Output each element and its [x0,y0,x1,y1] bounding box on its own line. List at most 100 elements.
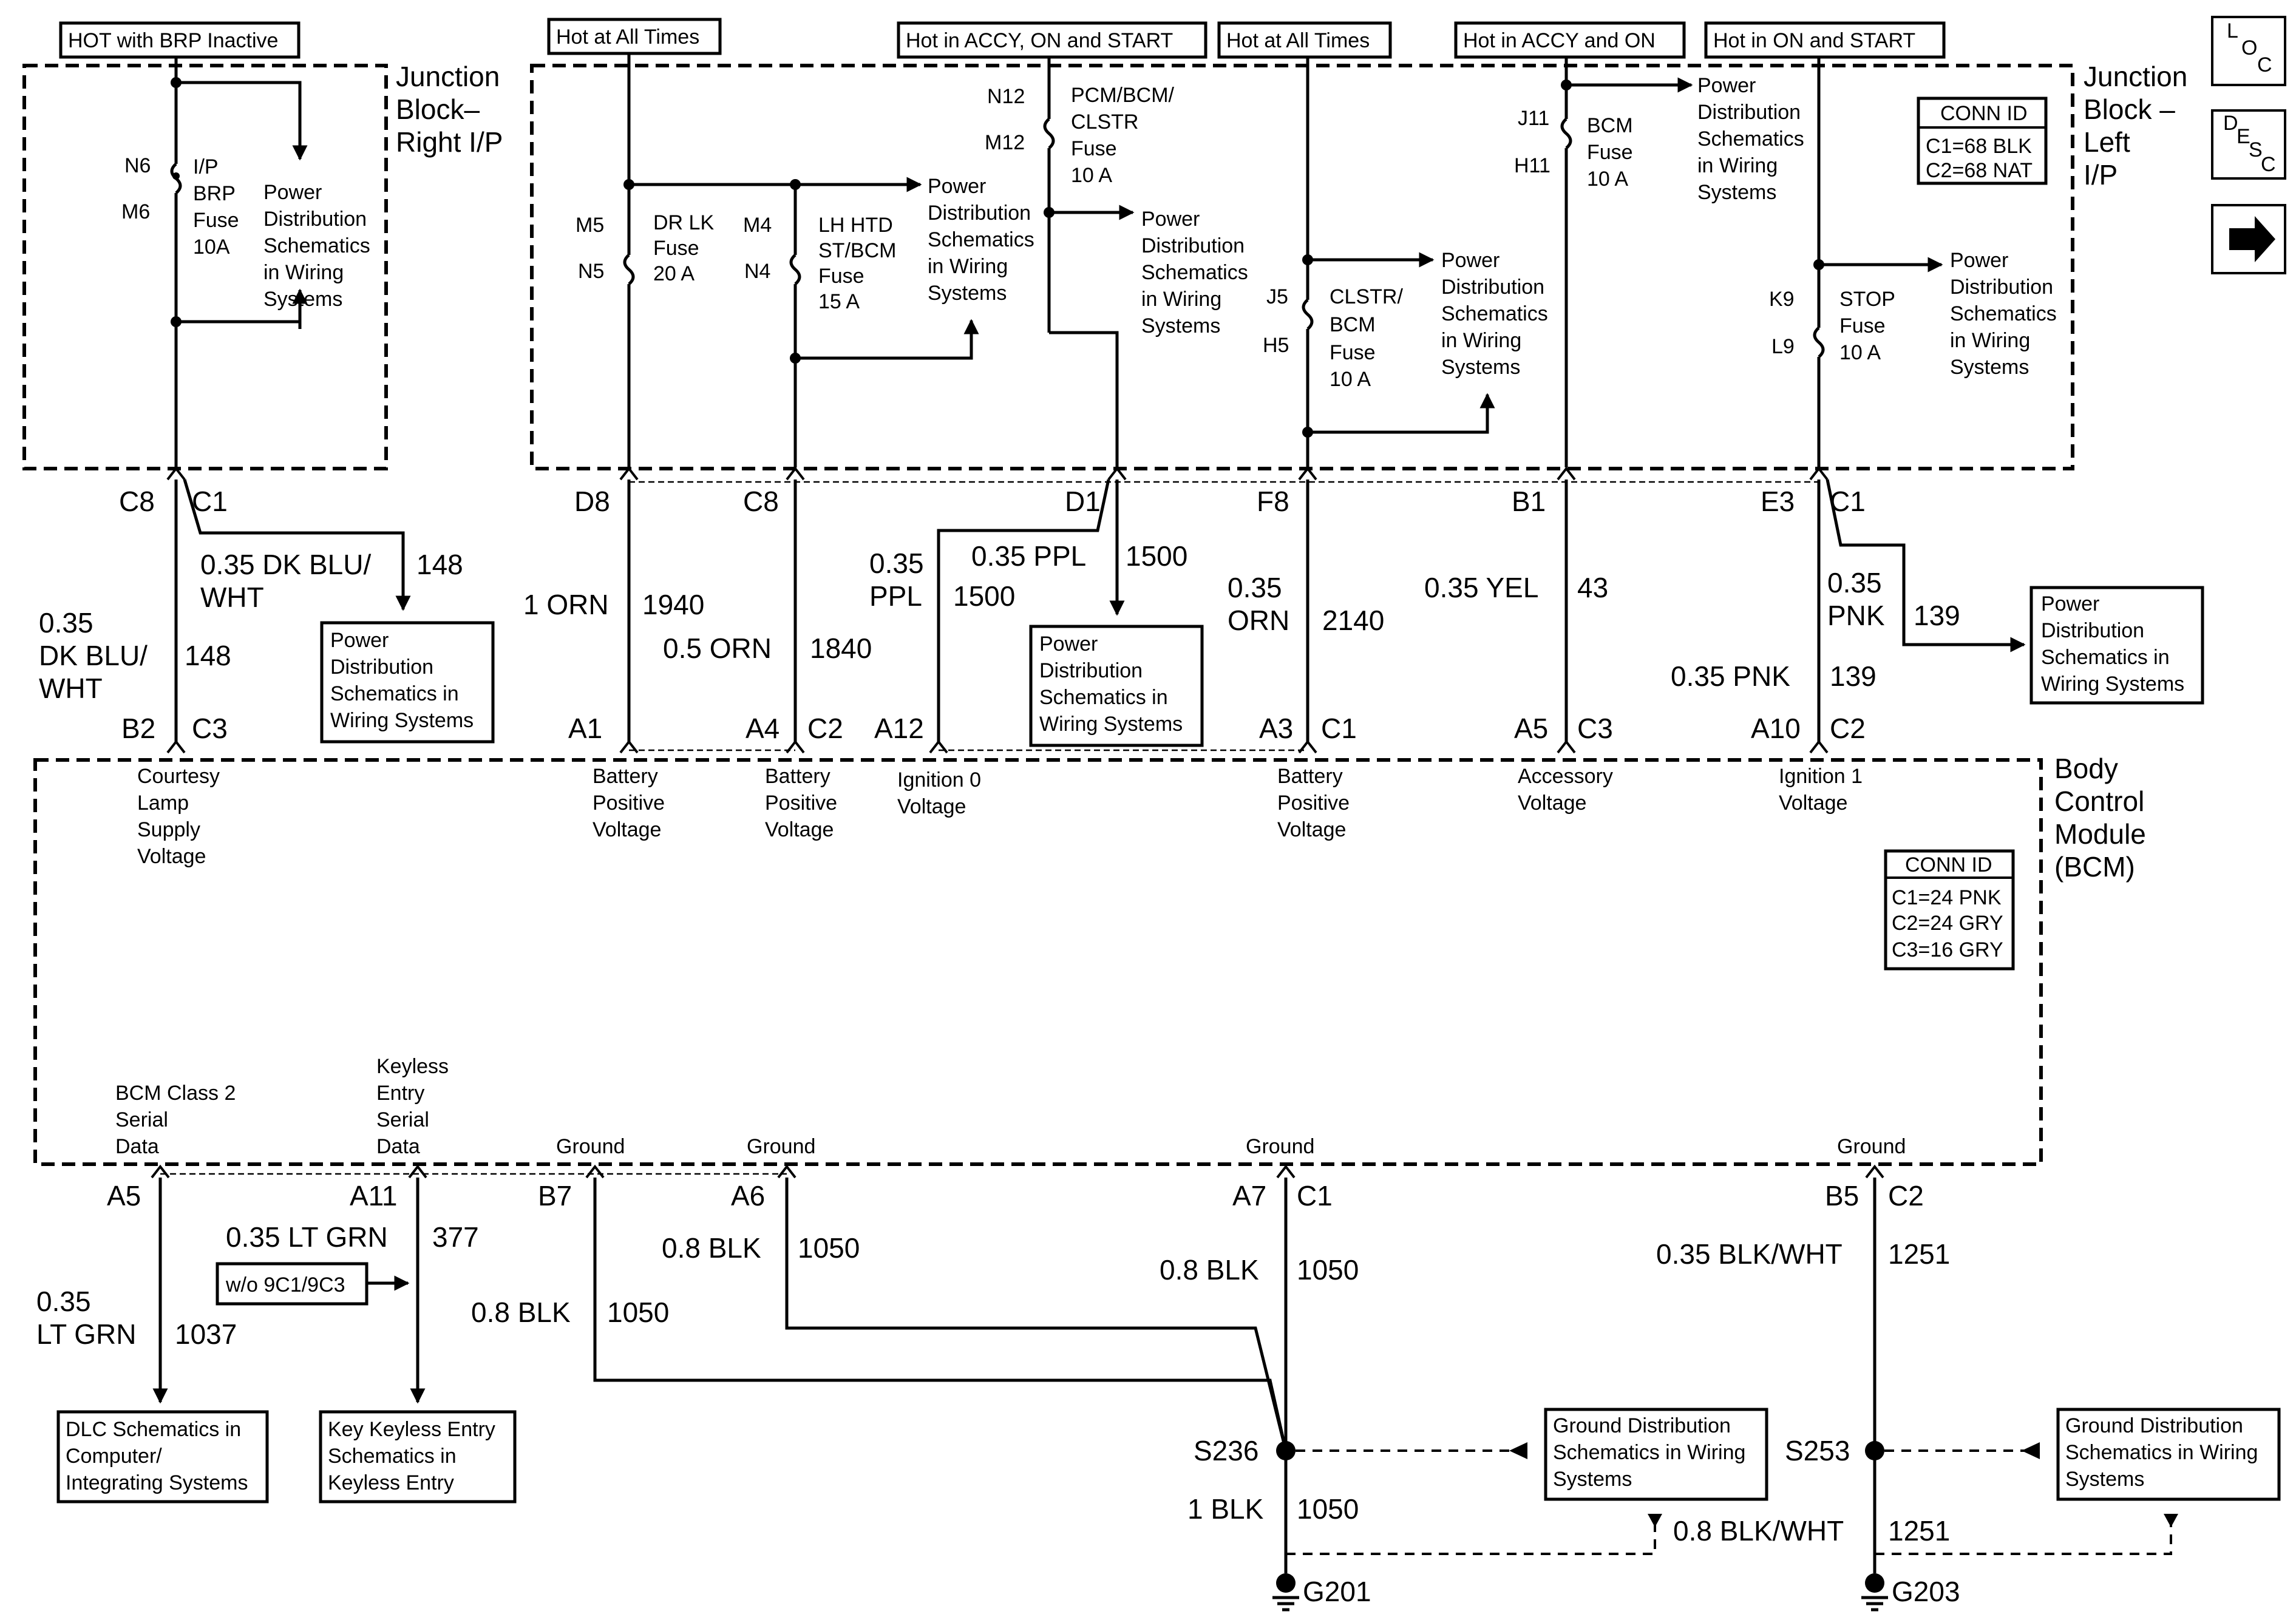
svg-text:1840: 1840 [810,632,872,664]
svg-text:M6: M6 [121,200,150,223]
ground-g201: G201 [1272,1573,1371,1612]
svg-text:0.35 DK BLU/: 0.35 DK BLU/ [200,549,371,580]
svg-text:Integrating Systems: Integrating Systems [66,1471,248,1494]
svg-text:Distribution: Distribution [1697,101,1801,124]
svg-text:Distribution: Distribution [2041,619,2144,642]
svg-text:Power: Power [1141,208,1200,231]
loc-button[interactable]: L O C [2211,16,2286,86]
dlc-schematics-box[interactable]: DLC Schematics in Computer/ Integrating … [56,1410,269,1503]
svg-text:Accessory: Accessory [1518,765,1613,788]
ground-dist-box-2[interactable]: Ground Distribution Schematics in Wiring… [2056,1408,2281,1501]
bcm-conn-id: CONN ID C1=24 PNK C2=24 GRY C3=16 GRY [1884,849,2015,971]
svg-text:Power: Power [263,181,322,204]
svg-text:in Wiring: in Wiring [1441,329,1521,352]
svg-text:in Wiring: in Wiring [1950,329,2030,352]
svg-text:1940: 1940 [642,589,704,620]
svg-text:Battery: Battery [765,765,830,788]
svg-text:Power: Power [1039,632,1098,656]
svg-text:Keyless Entry: Keyless Entry [328,1471,454,1494]
svg-text:Keyless: Keyless [376,1055,449,1078]
svg-text:PCM/BCM/: PCM/BCM/ [1071,84,1175,107]
svg-text:Systems: Systems [1950,356,2029,379]
wire-1251-b5: 0.35 BLK/WHT 1251 [1656,1178,1950,1451]
svg-text:Hot in ACCY, ON and START: Hot in ACCY, ON and START [906,29,1173,52]
svg-text:Distribution: Distribution [1950,276,2053,299]
svg-text:H5: H5 [1263,334,1289,357]
svg-text:C2: C2 [807,713,843,744]
svg-text:E3: E3 [1761,486,1795,517]
power-dist-box-1[interactable]: Power Distribution Schematics in Wiring … [320,621,495,744]
right-arrow-icon [2229,216,2275,262]
power-header-hot-all-1: Hot at All Times [547,18,722,55]
svg-text:S253: S253 [1785,1435,1850,1466]
next-page-button[interactable] [2211,204,2286,274]
wire-1500: 0.35 PPL 1500 0.35 PPL 1500 [869,479,1187,742]
svg-text:Hot in ACCY and ON: Hot in ACCY and ON [1463,29,1656,52]
svg-text:Ground Distribution: Ground Distribution [1553,1414,1731,1437]
svg-text:Systems: Systems [263,288,342,311]
svg-text:Distribution: Distribution [330,656,433,679]
svg-text:Voltage: Voltage [1277,818,1346,841]
svg-text:Computer/: Computer/ [66,1445,162,1468]
svg-text:L: L [2227,19,2238,42]
svg-text:139: 139 [1914,600,1960,631]
svg-text:Systems: Systems [2065,1468,2144,1491]
svg-text:M4: M4 [743,214,772,237]
svg-text:0.8 BLK: 0.8 BLK [471,1297,571,1328]
svg-text:1037: 1037 [175,1318,237,1350]
svg-text:N4: N4 [744,260,770,283]
power-ref-2: Power Distribution Schematics in Wiring … [1141,208,1248,337]
wire-139: 0.35 PNK 139 0.35 PNK 139 [1671,479,2026,742]
svg-text:(BCM): (BCM) [2054,851,2135,883]
power-ref-1: Power Distribution Schematics in Wiring … [928,175,1034,305]
svg-text:0.35 PNK: 0.35 PNK [1671,660,1790,692]
svg-text:Battery: Battery [593,765,658,788]
svg-text:Junction: Junction [2084,61,2187,92]
svg-text:N5: N5 [578,260,604,283]
svg-text:L9: L9 [1771,335,1795,358]
svg-text:Voltage: Voltage [593,818,661,841]
wire-1050-a7: 0.8 BLK 1050 [1160,1178,1359,1451]
power-header-accy-on-start: Hot in ACCY, ON and START [897,21,1207,59]
svg-text:C1=24 PNK: C1=24 PNK [1892,886,2002,909]
wire-377: 0.35 LT GRN 377 [226,1178,479,1404]
svg-text:Schematics in: Schematics in [328,1445,457,1468]
junction-block-left: Junction Block – Left I/P [530,61,2187,470]
desc-button[interactable]: D E S C [2211,109,2286,180]
power-dist-box-2[interactable]: Power Distribution Schematics in Wiring … [1029,625,1204,747]
svg-text:Power: Power [330,629,389,652]
power-ref-5: Power Distribution Schematics in Wiring … [1950,249,2057,379]
splice-s253: S253 0.8 BLK/WHT 1251 [1673,1435,2178,1573]
svg-text:Right I/P: Right I/P [396,126,503,158]
svg-text:0.5 ORN: 0.5 ORN [663,632,772,664]
svg-text:Distribution: Distribution [1441,276,1544,299]
bcm-input-labels: Courtesy Lamp Supply Voltage Battery Pos… [137,765,1863,868]
svg-text:2140: 2140 [1322,605,1384,636]
power-dist-box-3[interactable]: Power Distribution Schematics in Wiring … [2029,586,2204,705]
svg-text:A5: A5 [107,1180,141,1212]
svg-text:0.35 LT GRN: 0.35 LT GRN [226,1221,388,1253]
svg-text:C1=68 BLK: C1=68 BLK [1926,135,2032,158]
ground-dist-box-1[interactable]: Ground Distribution Schematics in Wiring… [1544,1408,1768,1501]
svg-text:M12: M12 [985,131,1025,154]
svg-text:1251: 1251 [1888,1515,1950,1547]
svg-text:Body: Body [2054,753,2118,784]
svg-text:C1: C1 [1321,713,1357,744]
keyless-entry-box[interactable]: Key Keyless Entry Schematics in Keyless … [319,1410,517,1503]
option-note: w/o 9C1/9C3 [216,1262,410,1306]
svg-text:B7: B7 [538,1180,572,1212]
svg-text:43: 43 [1577,572,1608,603]
svg-text:10A: 10A [193,236,230,259]
svg-text:WHT: WHT [39,673,103,704]
svg-text:LH HTD: LH HTD [818,214,893,237]
svg-text:Schematics in: Schematics in [2041,646,2170,669]
svg-text:0.8 BLK: 0.8 BLK [662,1232,761,1264]
svg-text:E: E [2237,125,2250,148]
svg-text:in Wiring: in Wiring [1141,288,1221,311]
svg-text:Module: Module [2054,818,2146,850]
svg-text:Data: Data [115,1135,159,1158]
svg-text:in Wiring: in Wiring [1697,154,1778,177]
svg-text:Ground: Ground [1246,1135,1314,1158]
svg-text:1050: 1050 [607,1297,669,1328]
